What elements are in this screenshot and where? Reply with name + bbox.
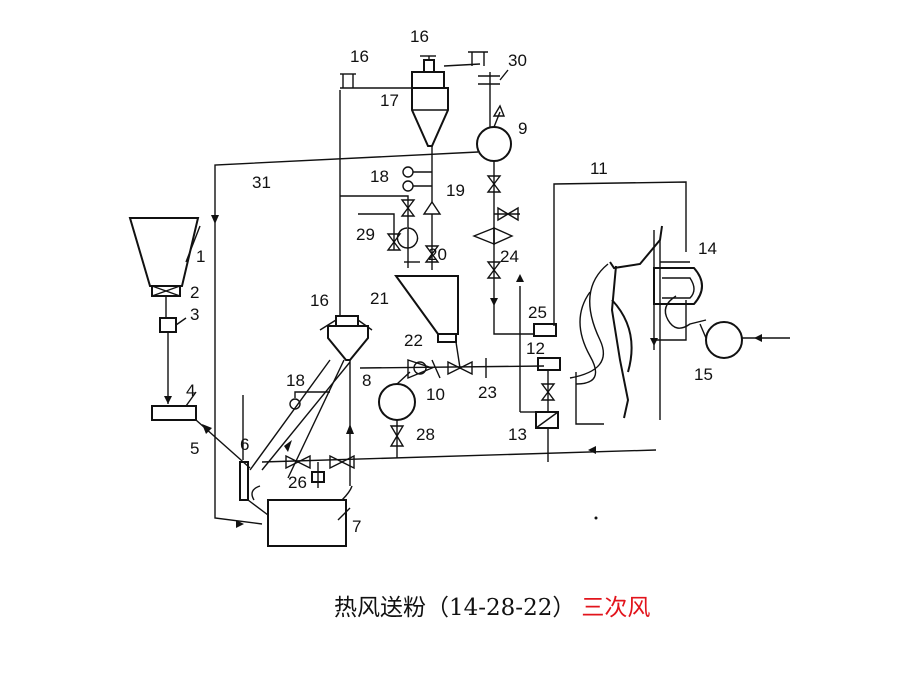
label-26: 26 <box>288 473 307 492</box>
label-4: 4 <box>186 381 195 400</box>
label-21: 21 <box>370 289 389 308</box>
burner-set <box>516 274 561 462</box>
label-19: 19 <box>446 181 465 200</box>
fan-28 <box>378 371 416 458</box>
cyclone-separator <box>340 55 481 147</box>
label-9: 9 <box>518 119 527 138</box>
label-7: 7 <box>352 517 361 536</box>
label-3: 3 <box>190 305 199 324</box>
label-6: 6 <box>240 435 249 454</box>
mill-outlet-pipes <box>249 359 354 486</box>
label-13: 13 <box>508 425 527 444</box>
label-18-lower: 18 <box>286 371 305 390</box>
coal-feeder <box>151 391 251 469</box>
label-14: 14 <box>698 239 717 258</box>
vent-16-left <box>340 73 356 88</box>
label-22: 22 <box>404 331 423 350</box>
label-16-lower: 16 <box>310 291 329 310</box>
label-11: 11 <box>590 159 608 178</box>
label-24: 24 <box>500 247 519 266</box>
caption-highlight: 三次风 <box>581 595 651 621</box>
label-28: 28 <box>416 425 435 444</box>
recirculation-line <box>261 446 657 488</box>
label-2: 2 <box>190 283 199 302</box>
exhauster-fan <box>359 358 545 380</box>
fan-9 <box>472 104 534 335</box>
coarse-separator <box>319 90 373 361</box>
label-20: 20 <box>428 245 447 264</box>
label-12: 12 <box>526 339 545 358</box>
label-25: 25 <box>528 303 547 322</box>
diagram-caption: 热风送粉（14-28-22）三次风 <box>334 588 650 622</box>
coal-mill <box>239 461 353 547</box>
forced-draft-fan <box>699 321 790 359</box>
hot-air-main-line <box>211 151 479 528</box>
label-17: 17 <box>380 91 399 110</box>
label-5: 5 <box>190 439 199 458</box>
probe-lower <box>289 391 330 410</box>
label-8: 8 <box>362 371 371 390</box>
label-29: 29 <box>356 225 375 244</box>
bunker-gate <box>151 285 181 318</box>
label-16-top: 16 <box>410 27 429 46</box>
label-31: 31 <box>252 173 271 192</box>
label-1: 1 <box>196 247 205 266</box>
label-15: 15 <box>694 365 713 384</box>
air-preheater <box>653 261 707 329</box>
vent-30 <box>468 51 509 128</box>
label-30: 30 <box>508 51 527 70</box>
label-10: 10 <box>426 385 445 404</box>
pulverized-coal-bin <box>394 275 461 369</box>
label-16-left: 16 <box>350 47 369 66</box>
pipes-29-20 <box>340 195 440 270</box>
raw-coal-bunker <box>128 217 201 287</box>
coal-scale-box <box>159 317 187 404</box>
caption-main: 热风送粉（14-28-22） <box>334 595 576 621</box>
label-18-upper: 18 <box>370 167 389 186</box>
label-23: 23 <box>478 383 497 402</box>
